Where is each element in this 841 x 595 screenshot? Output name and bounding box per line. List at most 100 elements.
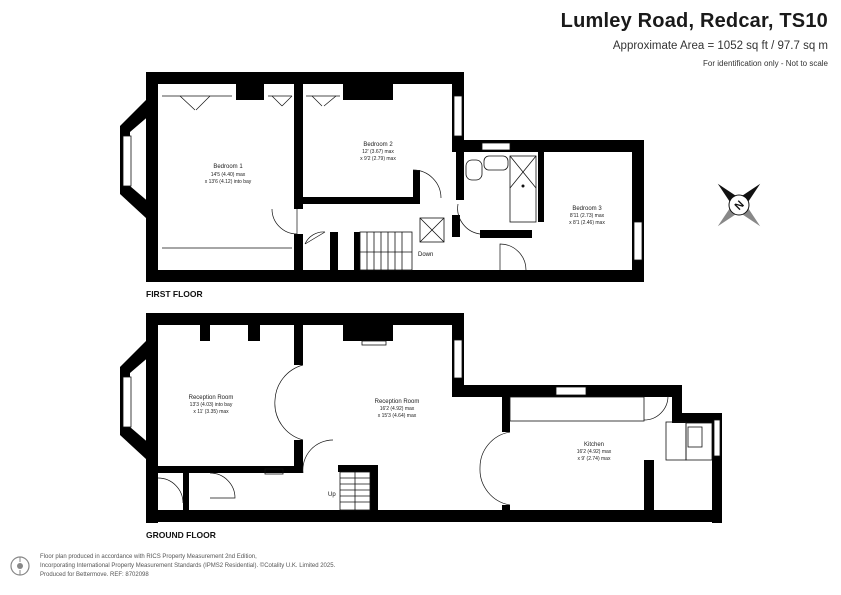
double-doors (479, 431, 511, 506)
door-swing (304, 231, 326, 245)
room-dimension: 12' (3.67) max (362, 149, 394, 155)
bay-window (122, 376, 132, 428)
fireplace (361, 340, 387, 346)
stairs-label: Down (418, 252, 433, 258)
footer-line: Floor plan produced in accordance with R… (40, 554, 257, 560)
wall (712, 413, 722, 523)
chimney-breast (248, 325, 260, 341)
wall (672, 385, 682, 417)
page-title: Lumley Road, Redcar, TS10 (560, 10, 828, 32)
door-swing (209, 472, 236, 499)
wall (632, 140, 644, 282)
window (713, 419, 721, 457)
door-swing (271, 208, 298, 235)
room-dimension: x 9' (2.74) max (578, 456, 611, 462)
window (633, 221, 643, 261)
bay-window-wall (120, 341, 158, 459)
wall (354, 232, 360, 270)
door-swing (457, 203, 481, 235)
worktop (509, 396, 645, 422)
wall (502, 505, 510, 513)
double-doors (274, 364, 304, 441)
cylinder-cupboard (419, 217, 445, 243)
room-name: Bedroom 1 (213, 164, 243, 170)
stairs-up (339, 471, 371, 511)
wall (146, 313, 464, 325)
stairs-down (359, 231, 413, 271)
wall (294, 84, 303, 209)
approximate-area: Approximate Area = 1052 sq ft / 97.7 sq … (612, 40, 828, 52)
room-name: Bedroom 3 (572, 206, 602, 212)
room-dimension: x 11' (3.35) max (193, 409, 229, 415)
worktop (665, 421, 687, 461)
wall (413, 170, 420, 204)
chimney-breast (236, 84, 264, 100)
room-name: Bedroom 2 (363, 142, 393, 148)
wardrobe-doors (179, 95, 337, 111)
door-swing (412, 169, 442, 199)
room-dimension: 13'3 (4.03) into bay (190, 402, 233, 408)
wall (303, 197, 413, 204)
wall (452, 140, 644, 152)
company-logo (10, 556, 30, 576)
floor-label: GROUND FLOOR (146, 530, 216, 540)
wall (294, 325, 303, 365)
wall (370, 465, 378, 512)
footer-line: Incorporating International Property Mea… (40, 563, 336, 569)
room-dimension: x 9'2 (2.79) max (360, 156, 396, 162)
chimney-breast (200, 325, 210, 341)
door-swing (643, 395, 669, 421)
identification-note: For identification only - Not to scale (703, 59, 828, 68)
window (555, 386, 587, 396)
wall (338, 465, 378, 472)
wall (452, 215, 460, 237)
room-dimension: x 8'1 (2.46) max (569, 220, 605, 226)
wall (480, 230, 532, 238)
wall (644, 460, 654, 515)
room-dimension: 14'5 (4.40) max (211, 172, 246, 178)
wall (146, 510, 722, 522)
wall (294, 234, 303, 270)
room-dimension: 16'2 (4.92) max (380, 406, 415, 412)
chimney-breast (343, 325, 393, 341)
wall (330, 232, 338, 270)
ground-floor-plan: Up Reception Room 13'3 (4.03) into bay x… (120, 313, 722, 540)
window (453, 339, 463, 379)
room-dimension: 16'2 (4.92) max (577, 449, 612, 455)
door-swing (302, 439, 334, 474)
wall (146, 313, 158, 523)
wall (183, 473, 189, 513)
wall (502, 397, 510, 432)
first-floor-plan: Down Bedroom 1 14'5 (4.40) max x 13'6 (4… (120, 72, 644, 299)
door-swing (499, 243, 527, 271)
room-name: Reception Room (189, 395, 234, 401)
wall (672, 413, 722, 423)
wall (538, 152, 544, 222)
wall (146, 72, 464, 84)
worktop (685, 422, 713, 461)
meter-cupboard (264, 468, 284, 475)
room-dimension: x 15'3 (4.64) max (378, 413, 417, 419)
room-name: Kitchen (584, 442, 604, 448)
room-name: Reception Room (375, 399, 420, 405)
stairs-label: Up (328, 492, 336, 498)
floor-label: FIRST FLOOR (146, 289, 203, 299)
bay-window (122, 135, 132, 187)
compass-icon: N (717, 183, 761, 227)
room-dimension: 8'11 (2.73) max (570, 213, 605, 219)
wall (146, 72, 158, 282)
room-dimension: x 13'6 (4.12) into bay (205, 179, 252, 185)
door-swing (157, 477, 184, 504)
bathroom-fittings (465, 155, 537, 223)
wall (456, 152, 464, 200)
sink-icon (687, 426, 703, 448)
wall (146, 270, 644, 282)
window (453, 95, 463, 137)
footer-line: Produced for Bettermove. REF: 8702098 (40, 572, 149, 578)
bay-window-wall (120, 100, 158, 218)
wall (294, 440, 303, 470)
wall (158, 466, 303, 473)
chimney-breast (343, 84, 393, 100)
window (481, 142, 511, 151)
